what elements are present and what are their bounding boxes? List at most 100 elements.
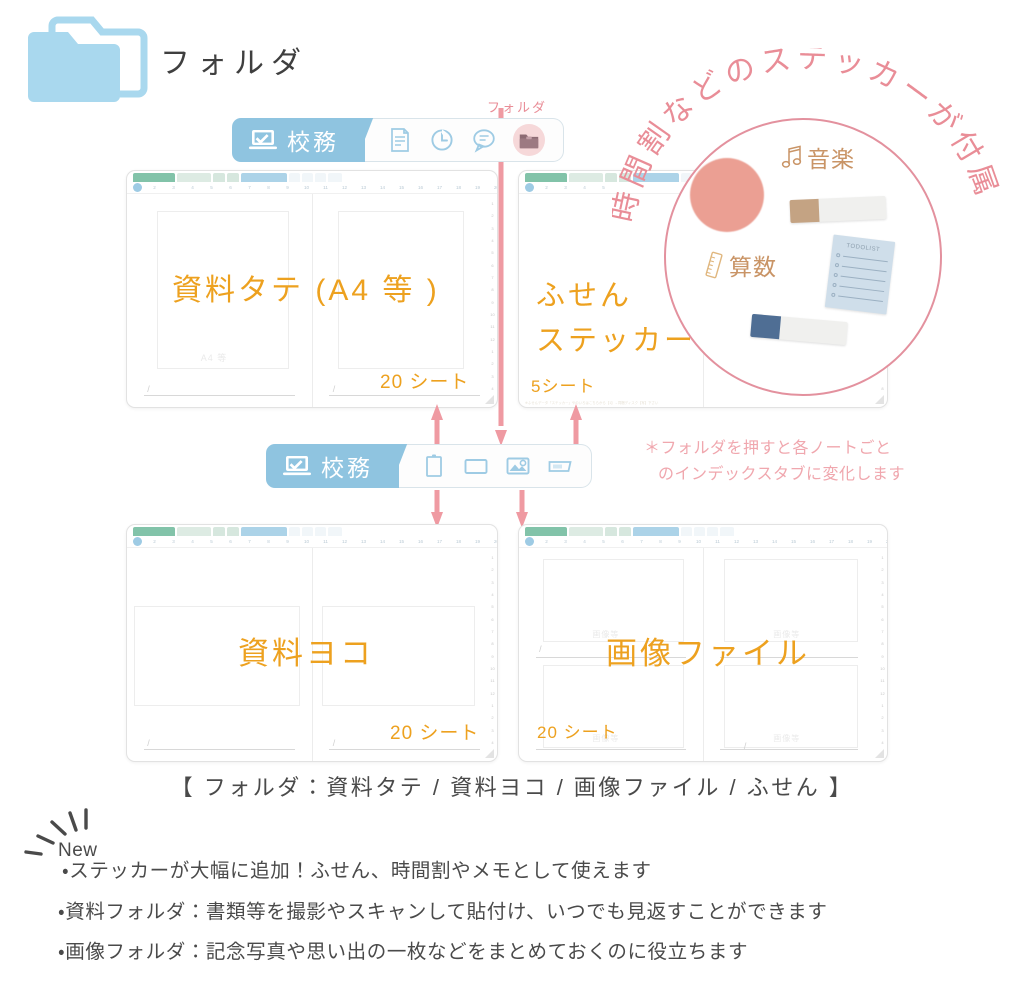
navy-tape-sticker[interactable] xyxy=(750,313,848,346)
notebook-title-fusen-line1: ふせん xyxy=(536,280,633,312)
arrow-down-to-shiryo-yoko xyxy=(431,490,443,528)
page-frame xyxy=(156,211,290,369)
notebook-sheets-gazou: 20 シート xyxy=(537,723,618,742)
page-frame-photo xyxy=(723,665,858,749)
new-feature-item: ・ステッカーが大幅に追加！ふせん、時間割やメモとして使えます xyxy=(62,860,652,882)
notebook-page-left[interactable]: / xyxy=(127,548,313,761)
folder-tab-icon[interactable] xyxy=(513,124,545,156)
tan-tape-sticker[interactable] xyxy=(789,195,887,224)
landscape-rectangle-icon[interactable] xyxy=(463,453,489,479)
todolist-sticker[interactable]: TODOLIST xyxy=(824,234,896,315)
new-feature-item: ・資料フォルダ：書類等を撮影やスキャンして貼付け、いつでも見返すことができます xyxy=(58,900,828,923)
page-frame xyxy=(338,211,464,369)
page-slash: / xyxy=(147,384,150,394)
todolist-title: TODOLIST xyxy=(846,243,881,254)
page-frame xyxy=(321,605,475,706)
index-note-line1: ＊フォルダを押すと各ノートごと xyxy=(644,440,892,457)
page-baseline xyxy=(720,749,858,750)
folder-caption: 【 フォルダ：資料タテ / 資料ヨコ / 画像ファイル / ふせん 】 xyxy=(170,775,854,800)
page-slash: / xyxy=(332,384,336,394)
index-note-line2: のインデックスタブに変化します xyxy=(658,466,906,484)
portrait-document-icon[interactable] xyxy=(421,453,447,479)
tab-koumu-2[interactable]: 校務 xyxy=(266,444,399,488)
photo-image-icon[interactable] xyxy=(505,453,531,479)
new-feature-item: ・画像フォルダ：記念写真や思い出の一枚などをまとめておくのに役立ちます xyxy=(58,941,749,963)
page-ghost-label: 画像等 xyxy=(773,629,801,639)
arrow-up-to-shiryo-tate xyxy=(431,404,443,446)
todolist-row xyxy=(833,272,886,283)
notebook-title-fusen-line2: ステッカー xyxy=(536,325,697,357)
page-baseline xyxy=(329,395,481,396)
tabbar-folder-bottom[interactable]: 校務 xyxy=(266,444,592,488)
notebook-microtext: ※ふせんデータ「ステッカー」やのいろはこちらから【1】→同梱ディスク【写】下さい xyxy=(525,401,659,405)
music-note-sticker[interactable]: 音楽 xyxy=(781,140,855,174)
page-slash: / xyxy=(743,741,747,751)
tabbar-icons-1 xyxy=(353,118,564,162)
page-ghost-label: 画像等 xyxy=(773,733,801,743)
arrow-down-to-gazou xyxy=(516,490,528,528)
page-ghost-label: 画像等 xyxy=(592,629,620,639)
page-baseline xyxy=(720,656,858,658)
page-corner-fold xyxy=(485,395,494,404)
sticker-label: 音楽 xyxy=(807,146,855,172)
page-slash: / xyxy=(539,643,542,654)
ruler-icon xyxy=(704,251,724,279)
tab-label: 校務 xyxy=(287,129,339,155)
notebook-sheets-shiryo-yoko: 20 シート xyxy=(390,723,480,744)
notebook-page-left[interactable]: 画像等 / 画像等 xyxy=(519,548,704,761)
page-slash: / xyxy=(332,738,336,748)
todolist-row xyxy=(831,292,884,303)
new-feature-list: ・ステッカーが大幅に追加！ふせん、時間割やメモとして使えます ・資料フォルダ：書… xyxy=(58,860,1002,984)
page-baseline xyxy=(535,749,686,750)
sparkle-icon xyxy=(24,808,104,860)
notebook-sheets-shiryo-tate: 20 シート xyxy=(380,372,470,393)
page-baseline xyxy=(535,656,686,658)
todolist-row xyxy=(835,252,888,263)
page-ghost-label: A4 等 xyxy=(200,353,228,364)
tab-label: 校務 xyxy=(321,455,373,481)
page-slash: / xyxy=(147,738,150,748)
notebook-title-shiryo-yoko: 資料ヨコ xyxy=(238,636,374,671)
laptop-check-icon xyxy=(248,128,278,152)
page-frame-photo xyxy=(542,665,685,749)
pink-circle-sticker[interactable] xyxy=(690,158,764,232)
ruler-sticker[interactable]: 算数 xyxy=(704,248,777,282)
index-tab-note: ＊フォルダを押すと各ノートごと のインデックスタブに変化します xyxy=(644,436,905,489)
page-baseline xyxy=(329,749,481,750)
page-corner-fold xyxy=(875,395,884,404)
notebook-mini-tabs xyxy=(127,171,497,182)
notebook-page-left[interactable]: A4 等 / xyxy=(127,194,313,407)
tab-koumu-1[interactable]: 校務 xyxy=(232,118,365,162)
new-badge: New xyxy=(58,840,98,861)
notebook-title-gazou: 画像ファイル xyxy=(606,636,810,671)
notebook-title-shiryo-tate: 資料タテ (A4 等 ) xyxy=(172,274,440,307)
sticky-note-icon[interactable] xyxy=(547,453,573,479)
tabbar-icons-2 xyxy=(387,444,592,488)
laptop-check-icon xyxy=(282,454,312,478)
todolist-row xyxy=(832,282,885,293)
music-note-icon xyxy=(781,144,803,170)
page-ghost-label: 画像等 xyxy=(592,733,620,743)
sticker-showcase-circle: 音楽 算数 TODOLIST xyxy=(664,118,942,396)
tabbar-folder-top[interactable]: 校務 xyxy=(232,118,564,162)
clock-icon[interactable] xyxy=(429,127,455,153)
sticker-label: 算数 xyxy=(729,254,777,280)
page-baseline xyxy=(143,395,295,396)
speech-bubble-icon[interactable] xyxy=(471,127,497,153)
notebook-sheets-fusen: 5シート xyxy=(531,377,596,396)
page-corner-fold xyxy=(875,749,884,758)
document-lines-icon[interactable] xyxy=(387,127,413,153)
todolist-row xyxy=(834,262,887,273)
